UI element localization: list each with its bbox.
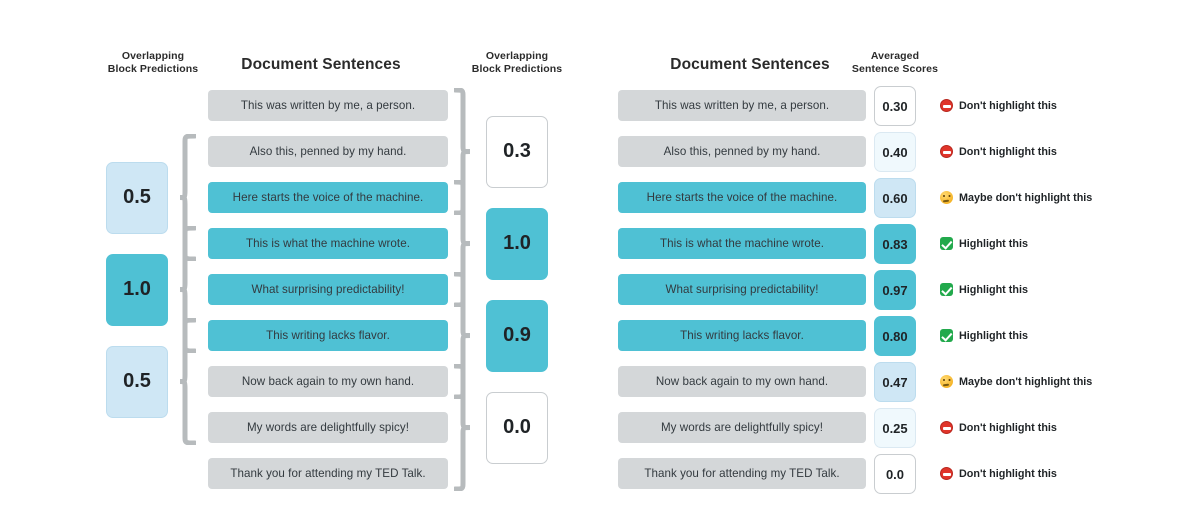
verdict-text: Highlight this (959, 329, 1028, 342)
right-block-prediction-box: 0.0 (486, 391, 548, 464)
scores-header-line1: Averaged (870, 50, 920, 62)
left-block-prediction-box: 1.0 (106, 253, 168, 326)
averaged-sentence-score: 0.60 (874, 178, 916, 218)
averaged-sentence-score: 0.47 (874, 362, 916, 402)
verdict-text: Maybe don't highlight this (959, 375, 1093, 388)
verdict-text: Don't highlight this (959, 99, 1057, 112)
verdict-text: Highlight this (959, 283, 1028, 296)
no-entry-icon (940, 467, 953, 480)
sentence-row: Now back again to my own hand. (618, 366, 866, 397)
averaged-sentence-score: 0.25 (874, 408, 916, 448)
sentence-row: Now back again to my own hand. (208, 366, 448, 397)
right-header-line1: Overlapping (485, 50, 549, 62)
verdict-text: Don't highlight this (959, 421, 1057, 434)
no-entry-icon (940, 99, 953, 112)
verdict-label: Highlight this (940, 283, 1028, 296)
sentence-row: My words are delightfully spicy! (618, 412, 866, 443)
verdict-label: Don't highlight this (940, 467, 1057, 480)
sentence-row: This was written by me, a person. (208, 90, 448, 121)
thinking-face-icon (940, 375, 953, 388)
verdict-text: Maybe don't highlight this (959, 191, 1093, 204)
left-block-prediction-box: 0.5 (106, 161, 168, 234)
left-panel-center-header: Document Sentences (241, 56, 401, 73)
sentence-row: Also this, penned by my hand. (618, 136, 866, 167)
green-check-icon (940, 237, 953, 250)
sentence-row: This writing lacks flavor. (208, 320, 448, 351)
sentence-row: Thank you for attending my TED Talk. (208, 458, 448, 489)
sentence-row: Here starts the voice of the machine. (618, 182, 866, 213)
right-block-prediction-box: 0.9 (486, 299, 548, 372)
verdict-text: Don't highlight this (959, 467, 1057, 480)
verdict-label: Don't highlight this (940, 145, 1057, 158)
right-block-prediction-box: 0.3 (486, 115, 548, 188)
right-header-line2: Block Predictions (471, 63, 563, 76)
left-panel: Overlapping Block Predictions Document S… (62, 28, 578, 498)
verdict-label: Maybe don't highlight this (940, 375, 1092, 388)
averaged-scores-header: Averaged Sentence Scores (836, 50, 954, 77)
right-block-prediction-box: 1.0 (486, 207, 548, 280)
green-check-icon (940, 329, 953, 342)
left-panel-left-header: Overlapping Block Predictions (88, 50, 218, 77)
averaged-sentence-score: 0.40 (874, 132, 916, 172)
sentence-row: Thank you for attending my TED Talk. (618, 458, 866, 489)
left-header-line1: Overlapping (121, 50, 185, 62)
no-entry-icon (940, 421, 953, 434)
sentence-row: What surprising predictability! (618, 274, 866, 305)
left-block-prediction-box: 0.5 (106, 345, 168, 418)
no-entry-icon (940, 145, 953, 158)
averaged-sentence-score: 0.80 (874, 316, 916, 356)
verdict-text: Highlight this (959, 237, 1028, 250)
verdict-label: Maybe don't highlight this (940, 191, 1092, 204)
sentence-row: Also this, penned by my hand. (208, 136, 448, 167)
right-panel: Document Sentences Averaged Sentence Sco… (596, 28, 1136, 498)
sentence-row: This was written by me, a person. (618, 90, 866, 121)
sentence-row: This is what the machine wrote. (618, 228, 866, 259)
verdict-label: Don't highlight this (940, 99, 1057, 112)
thinking-face-icon (940, 191, 953, 204)
averaged-sentence-score: 0.83 (874, 224, 916, 264)
sentence-row: My words are delightfully spicy! (208, 412, 448, 443)
averaged-sentence-score: 0.97 (874, 270, 916, 310)
verdict-label: Don't highlight this (940, 421, 1057, 434)
sentence-row: This is what the machine wrote. (208, 228, 448, 259)
left-header-line2: Block Predictions (107, 63, 199, 76)
verdict-text: Don't highlight this (959, 145, 1057, 158)
averaged-sentence-score: 0.0 (874, 454, 916, 494)
left-panel-right-header: Overlapping Block Predictions (452, 50, 582, 77)
right-panel-center-header: Document Sentences (670, 56, 830, 73)
sentence-row: Here starts the voice of the machine. (208, 182, 448, 213)
verdict-label: Highlight this (940, 329, 1028, 342)
scores-header-line2: Sentence Scores (851, 63, 939, 76)
sentence-row: What surprising predictability! (208, 274, 448, 305)
sentence-row: This writing lacks flavor. (618, 320, 866, 351)
averaged-sentence-score: 0.30 (874, 86, 916, 126)
green-check-icon (940, 283, 953, 296)
verdict-label: Highlight this (940, 237, 1028, 250)
